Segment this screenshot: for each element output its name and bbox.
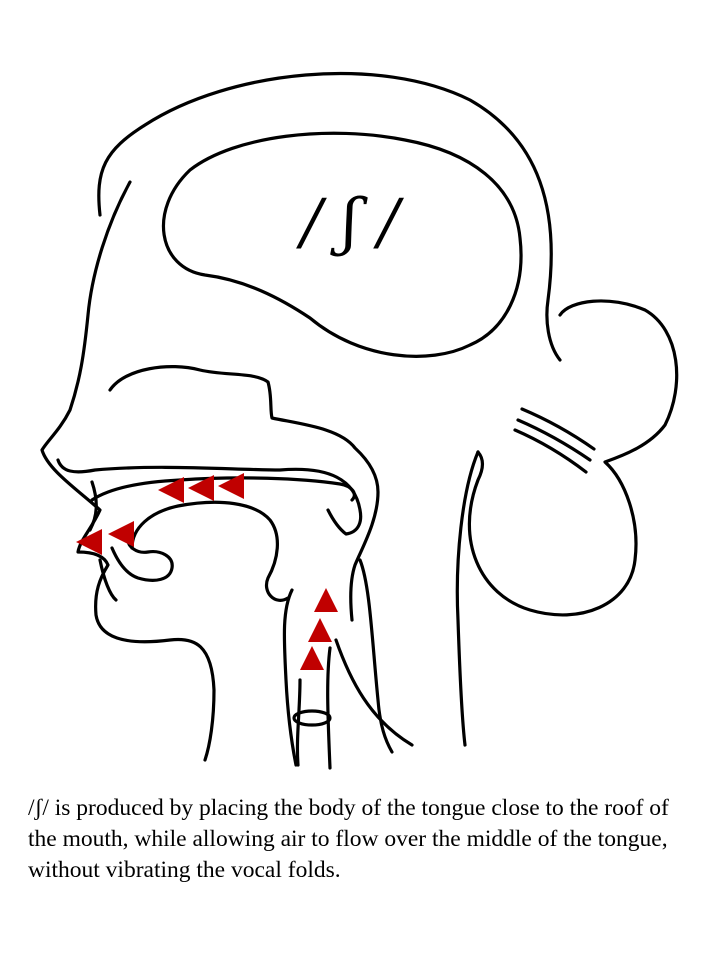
airflow-arrows: [76, 473, 338, 670]
head-outline: [97, 71, 562, 362]
tongue: [130, 500, 290, 602]
trachea-back: [326, 646, 332, 770]
neck-rear: [455, 450, 480, 747]
brain: [162, 131, 523, 358]
phoneme-symbol: / ʃ /: [296, 185, 404, 258]
tongue-tip: [110, 538, 174, 582]
airflow-arrow-pharynx: [300, 646, 324, 670]
airflow-arrow-pharynx: [308, 618, 332, 642]
caption: /ʃ/ is produced by placing the body of t…: [28, 795, 669, 883]
bun-tie-lines: [513, 407, 596, 474]
airflow-arrow-pharynx: [314, 588, 338, 612]
airflow-arrow-lips: [76, 529, 102, 555]
face-profile: [40, 180, 216, 762]
airflow-arrow-lips: [108, 521, 134, 547]
airflow-arrow-oral-cavity: [218, 473, 244, 499]
upper-teeth: [88, 480, 98, 532]
airflow-arrow-oral-cavity: [188, 475, 214, 501]
pharynx-back-wall: [358, 558, 394, 754]
lower-jaw: [98, 558, 118, 602]
vocal-folds: [292, 709, 332, 727]
vocal-tract-diagram: / ʃ /: [40, 71, 679, 770]
airflow-arrow-oral-cavity: [158, 477, 184, 503]
hard-palate: [90, 476, 356, 502]
neck-back: [334, 638, 414, 747]
nasal-cavity: [56, 458, 363, 536]
hair-bun: [467, 299, 679, 617]
epiglottis: [282, 588, 298, 767]
nasal-passage-top: [108, 365, 380, 622]
